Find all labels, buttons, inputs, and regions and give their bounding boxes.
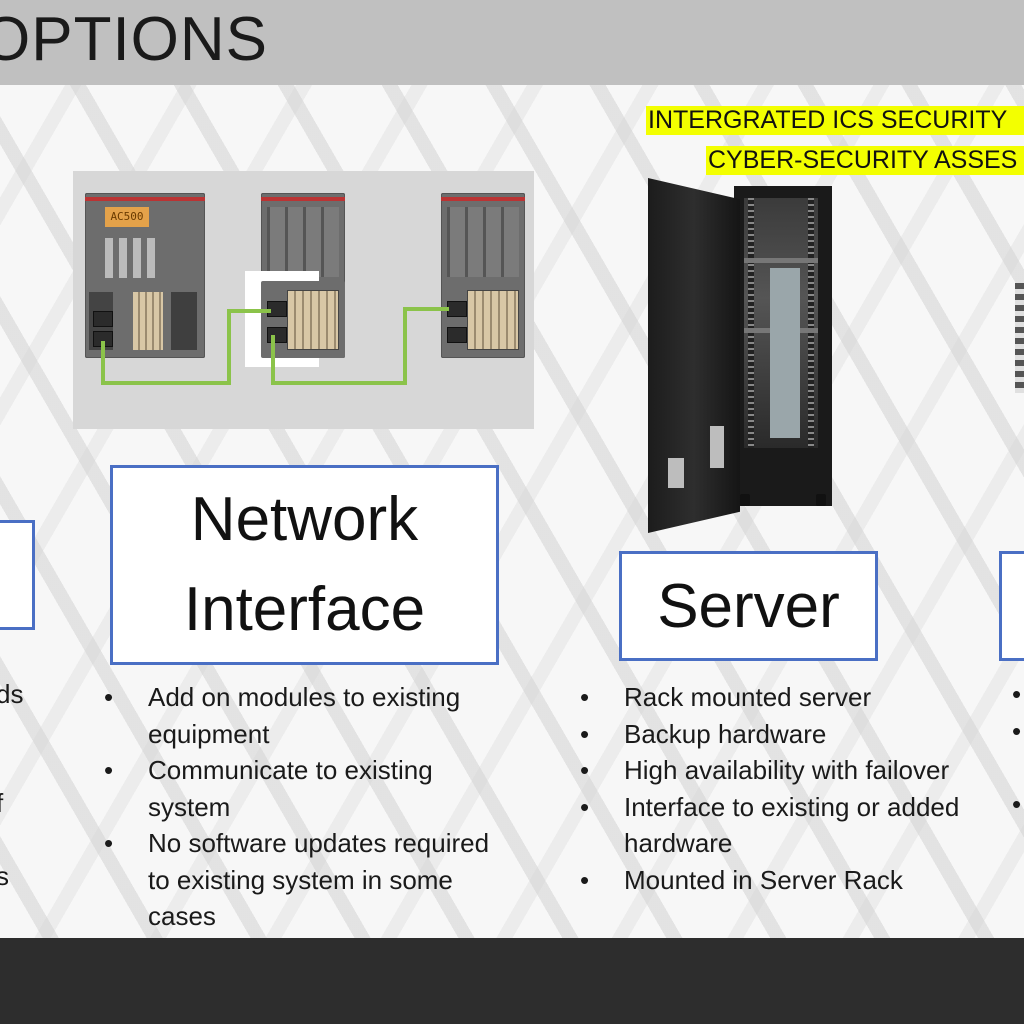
- list-item: Add on modules to existing equipment: [104, 679, 494, 752]
- plc-io-module-1-lower: [261, 281, 345, 358]
- list-item: Backup hardware: [580, 716, 980, 753]
- ethernet-cable-seg: [227, 309, 231, 385]
- network-heading-line1: Network: [190, 485, 419, 555]
- right-bullet-fragment: •: [1012, 679, 1022, 709]
- rack-cabinet: [734, 186, 832, 506]
- rack-label: [710, 426, 724, 468]
- network-interface-bullets: Add on modules to existing equipment Com…: [104, 679, 494, 935]
- ethernet-cable-seg: [271, 381, 405, 385]
- ethernet-cable-seg: [403, 307, 407, 385]
- plc-display: AC500: [105, 207, 149, 227]
- ethernet-cable-seg: [403, 307, 449, 311]
- list-item: Rack mounted server: [580, 679, 980, 716]
- device-vent-partial: [1015, 283, 1024, 393]
- option-box-right-partial: [999, 551, 1024, 661]
- slide-title: OPTIONS: [0, 5, 269, 74]
- right-bullet-fragment: •: [1012, 789, 1022, 819]
- list-item: No software updates required to existing…: [104, 825, 494, 935]
- ethernet-cable-seg: [271, 335, 275, 385]
- title-bar: OPTIONS: [0, 0, 1024, 85]
- ethernet-cable-seg: [227, 309, 271, 313]
- left-text-fragment: f: [0, 788, 3, 819]
- rack-door: [648, 178, 740, 533]
- highlight-heading-line1: INTERGRATED ICS SECURITY: [646, 106, 1024, 135]
- option-box-left-partial: [0, 520, 35, 630]
- bottom-bar: [0, 938, 1024, 1024]
- plc-io-module-2: [441, 193, 525, 358]
- network-heading-line2: Interface: [183, 575, 426, 644]
- left-text-fragment: s: [0, 861, 9, 891]
- option-heading-server: Server: [619, 551, 878, 661]
- plc-modules-image: AC500: [73, 171, 534, 429]
- right-bullet-fragment: •: [1012, 716, 1022, 746]
- server-heading-text: Server: [657, 571, 840, 641]
- list-item: Communicate to existing system: [104, 752, 494, 825]
- option-heading-network-interface: Network Interface: [110, 465, 499, 665]
- server-bullets: Rack mounted server Backup hardware High…: [580, 679, 980, 898]
- server-rack-image: [648, 178, 838, 533]
- list-item: Interface to existing or added hardware: [580, 789, 980, 862]
- left-text-fragment: ds: [0, 679, 24, 709]
- list-item: High availability with failover: [580, 752, 980, 789]
- highlight-heading-line2: CYBER-SECURITY ASSES: [706, 146, 1024, 175]
- ethernet-cable: [101, 341, 105, 385]
- ethernet-cable-seg: [101, 381, 229, 385]
- list-item: Mounted in Server Rack: [580, 862, 980, 899]
- plc-cpu-module: AC500: [85, 193, 205, 358]
